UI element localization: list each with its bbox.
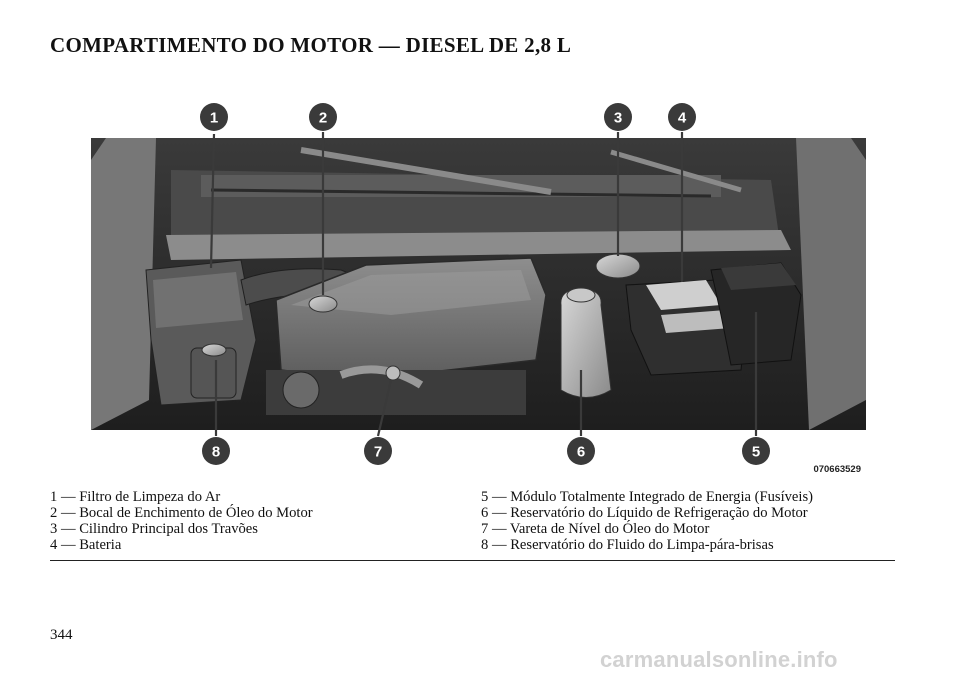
hood-right-edge <box>796 138 866 430</box>
legend-item: 2 — Bocal de Enchimento de Óleo do Motor <box>50 505 313 521</box>
legend-item: 8 — Reservatório do Fluido do Limpa-pára… <box>481 537 774 553</box>
alternator <box>282 371 320 409</box>
legend-item: 7 — Vareta de Nível do Óleo do Motor <box>481 521 710 537</box>
svg-text:6: 6 <box>577 444 585 461</box>
callout-8: 8 <box>202 437 230 465</box>
wiper-arm-right <box>610 149 742 193</box>
watermark: carmanualsonline.info <box>600 647 838 672</box>
brake-master-cylinder <box>595 253 641 279</box>
legend-item: 5 — Módulo Totalmente Integrado de Energ… <box>481 489 814 505</box>
legend-left-column: 1 — Filtro de Limpeza do Ar 2 — Bocal de… <box>50 489 313 553</box>
section-title: COMPARTIMENTO DO MOTOR — DIESEL DE 2,8 L <box>50 33 572 57</box>
washer-cap <box>201 343 227 357</box>
svg-text:8: 8 <box>212 444 220 461</box>
dipstick-handle <box>385 365 401 381</box>
svg-text:7: 7 <box>374 444 382 461</box>
engine-diagram: 1 2 3 4 5 6 7 8 070663529 <box>91 103 866 475</box>
svg-text:4: 4 <box>678 110 687 127</box>
callout-7: 7 <box>364 437 392 465</box>
battery-label <box>646 280 721 310</box>
legend-right-column: 5 — Módulo Totalmente Integrado de Energ… <box>481 489 813 553</box>
engine-compartment-illustration: 1 2 3 4 5 6 7 8 070663529 <box>91 100 871 480</box>
legend-divider <box>50 560 895 561</box>
callout-leader-lines <box>209 132 758 437</box>
svg-text:2: 2 <box>319 110 327 127</box>
figure-code: 070663529 <box>813 464 861 475</box>
wiper-arm-left <box>300 147 552 195</box>
page-number: 344 <box>50 627 73 643</box>
legend-item: 6 — Reservatório do Líquido de Refrigera… <box>481 505 808 521</box>
legend-item: 3 — Cilindro Principal dos Travões <box>50 521 258 537</box>
callout-5: 5 <box>742 437 770 465</box>
callout-2: 2 <box>309 103 337 131</box>
svg-text:3: 3 <box>614 110 622 127</box>
legend-item: 1 — Filtro de Limpeza do Ar <box>50 489 221 505</box>
hood-left-edge <box>91 138 156 430</box>
callout-1: 1 <box>200 103 228 131</box>
oil-filler-cap <box>308 295 338 313</box>
callout-4: 4 <box>668 103 696 131</box>
svg-text:1: 1 <box>210 110 218 127</box>
svg-text:5: 5 <box>752 444 760 461</box>
callout-6: 6 <box>567 437 595 465</box>
callout-3: 3 <box>604 103 632 131</box>
legend-item: 4 — Bateria <box>50 537 122 553</box>
